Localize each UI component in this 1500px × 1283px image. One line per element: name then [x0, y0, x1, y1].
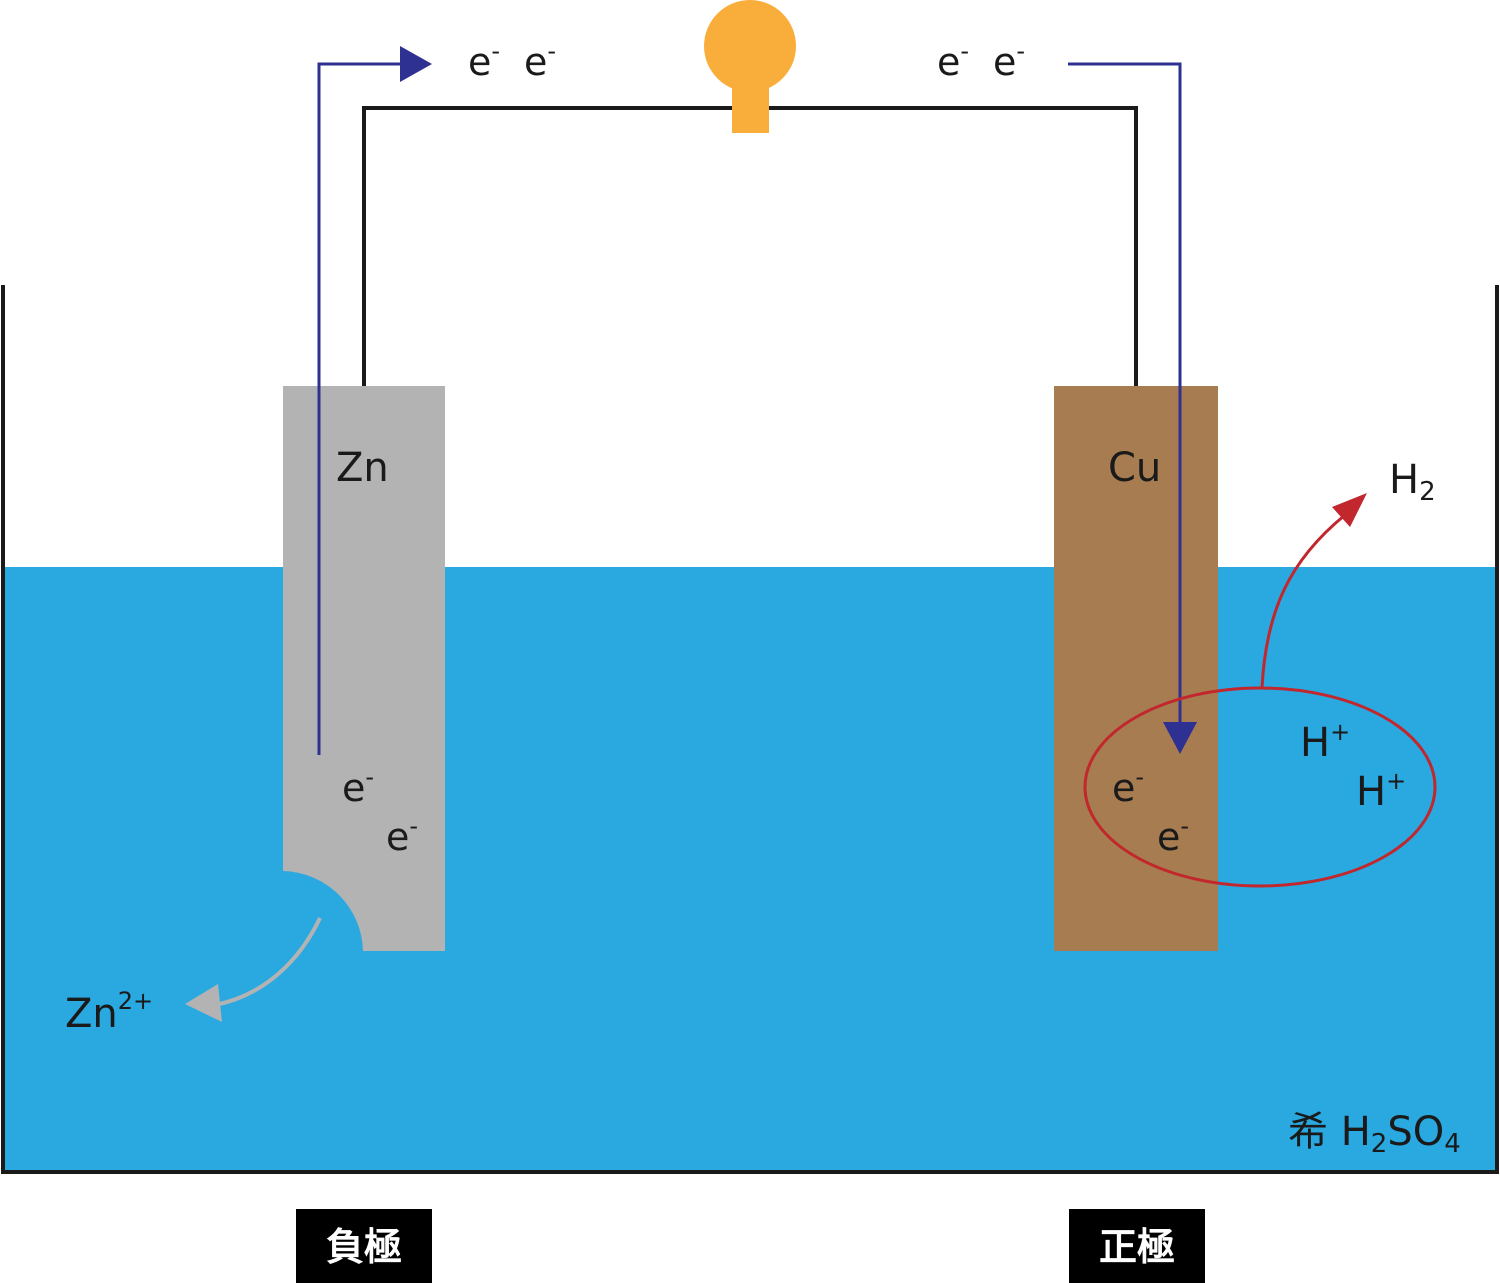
- electron-flow-path-right: [1068, 62, 1182, 725]
- zinc-ion-arrow-path: [214, 917, 322, 1007]
- negative-electrode-label: 負極: [326, 1225, 402, 1269]
- negative-electrode-badge: 負極: [296, 1209, 432, 1283]
- electron-label: e-: [993, 37, 1025, 84]
- positive-electrode-badge-bg: [1069, 1209, 1205, 1283]
- positive-electrode-badge: 正極: [1069, 1209, 1205, 1283]
- electron-label: e-: [937, 37, 969, 84]
- electron-label: e-: [524, 37, 556, 84]
- hydrogen-escape-arrowhead: [1332, 493, 1367, 527]
- hydrogen-ion-label: H+: [1356, 767, 1406, 815]
- light-bulb-icon: [704, 0, 796, 133]
- electron-label: e-: [386, 812, 418, 859]
- hydrogen-reaction-ellipse: [1083, 686, 1437, 888]
- hydrogen-ion-label: H+: [1300, 718, 1350, 766]
- electron-label: e-: [1112, 763, 1144, 810]
- positive-electrode-label: 正極: [1099, 1225, 1175, 1269]
- hydrogen-escape-path: [1260, 513, 1346, 689]
- electrolyte-solution: [3, 567, 1497, 1172]
- zinc-symbol: Zn: [336, 445, 389, 491]
- bulb-glass: [704, 0, 796, 92]
- zinc-ion-label: Zn2+: [65, 987, 153, 1037]
- external-wire: [362, 106, 1138, 386]
- negative-electrode-badge-bg: [296, 1209, 432, 1283]
- electron-label: e-: [468, 37, 500, 84]
- electron-flow-arrowhead-right: [1163, 722, 1197, 754]
- zinc-electrode: [283, 386, 445, 951]
- copper-symbol: Cu: [1108, 445, 1161, 491]
- bulb-base: [732, 78, 769, 133]
- electron-flow-path-left: [317, 62, 402, 755]
- electron-label: e-: [1157, 812, 1189, 859]
- electron-flow-arrowhead-left: [400, 46, 432, 82]
- electrolyte-label: 希 H2SO4: [1288, 1109, 1461, 1159]
- electron-label: e-: [342, 763, 374, 810]
- beaker-outline: [1, 285, 1499, 1174]
- hydrogen-gas-label: H2: [1389, 457, 1436, 507]
- zinc-ion-arrowhead: [185, 984, 222, 1022]
